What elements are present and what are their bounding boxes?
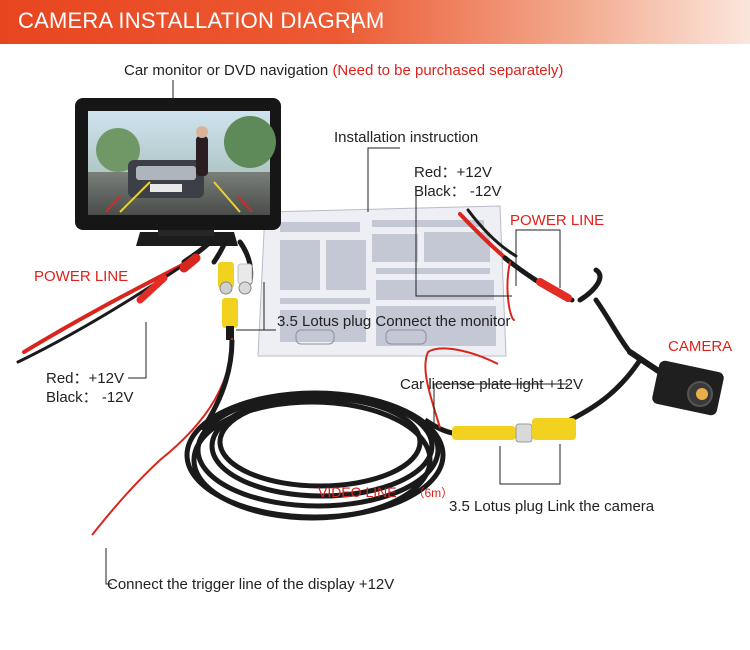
callout-lines — [105, 80, 568, 585]
trigger-line-label: Connect the trigger line of the display … — [107, 576, 395, 593]
camera-label: CAMERA — [668, 338, 733, 355]
left-red-label: Red：+12V — [46, 370, 124, 387]
camera-lotus-plugs — [452, 418, 576, 443]
video-cable-coil — [184, 339, 463, 521]
monitor-label-text: Car monitor or DVD navigation — [124, 62, 329, 79]
instruction-sheet — [257, 205, 507, 357]
right-power-line — [458, 208, 575, 321]
monitor-lotus-plugs — [218, 262, 253, 340]
monitor-note: (Need to be purchased separately) — [332, 62, 564, 79]
monitor-lotus-label: 3.5 Lotus plug Connect the monitor — [277, 313, 511, 330]
camera-cables — [567, 267, 663, 423]
video-line-label: VIDEO LINE （6m） — [318, 483, 453, 502]
video-length: （6m） — [412, 486, 454, 500]
page-title: CAMERA INSTALLATION DIAGRAM — [18, 8, 385, 33]
video-line-text: VIDEO LINE — [318, 484, 397, 500]
car-monitor — [75, 98, 281, 246]
camera-lotus-label: 3.5 Lotus plug Link the camera — [449, 498, 655, 515]
left-power-line — [16, 253, 201, 364]
header-banner: CAMERA INSTALLATION DIAGRAM — [0, 0, 750, 44]
plate-light-wire — [424, 347, 499, 429]
plate-light-label: Car license plate light +12V — [400, 376, 584, 393]
instruction-label: Installation instruction — [334, 129, 479, 146]
left-power-line-label: POWER LINE — [34, 268, 129, 285]
monitor-label: Car monitor or DVD navigation (Need to b… — [124, 62, 563, 80]
right-power-line-label: POWER LINE — [510, 212, 605, 229]
right-red-label: Red：+12V — [414, 164, 492, 181]
right-black-label: Black： -12V — [414, 183, 502, 200]
left-black-label: Black： -12V — [46, 389, 134, 406]
camera-body — [652, 360, 724, 416]
title-divider — [352, 13, 354, 33]
trigger-wire — [91, 337, 233, 536]
